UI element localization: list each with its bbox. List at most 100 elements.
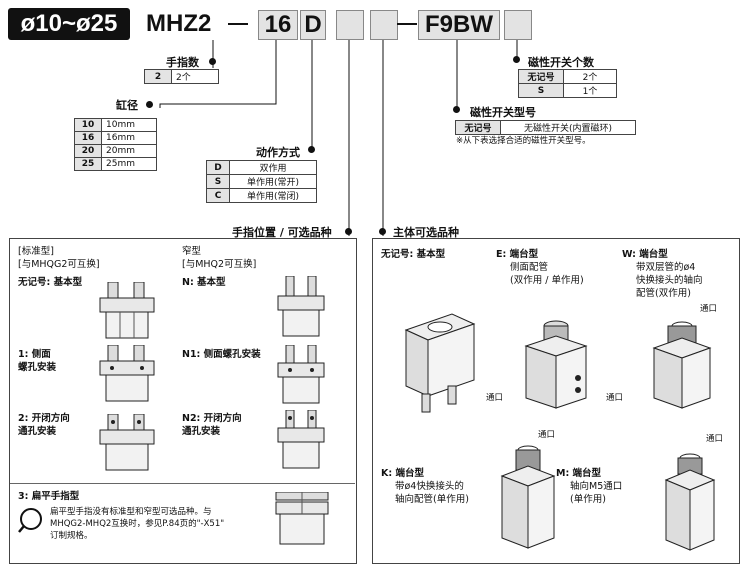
- switch-qty-box: [504, 10, 532, 40]
- gripper-through-hole-illustration: [99, 414, 155, 471]
- narrow-option-basic: N: 基本型: [182, 277, 226, 288]
- body-option-M-line2: 轴向M5通口: [570, 481, 623, 492]
- body-option-K-line2: 带ø4快换接头的: [395, 481, 464, 492]
- code-cell: D: [206, 160, 230, 175]
- switch-type-title: 磁性开关型号: [470, 106, 536, 119]
- code-cell: 无记号: [518, 69, 564, 84]
- narrow-option-2: N2: 开闭方向: [182, 413, 242, 424]
- desc-cell: 20mm: [101, 144, 157, 158]
- desc-cell: 16mm: [101, 131, 157, 145]
- code-cell: 20: [74, 144, 102, 158]
- table-row: 2 2个: [144, 69, 219, 84]
- action-title: 动作方式: [256, 146, 300, 159]
- code-dash: [228, 23, 248, 25]
- bore-title: 缸径: [116, 99, 138, 112]
- body-option-W: W: 端台型: [622, 249, 668, 260]
- desc-cell: 10mm: [101, 118, 157, 132]
- gripper-side-tapped-illustration: [99, 345, 155, 402]
- code-cell: 无记号: [455, 120, 501, 135]
- flat-finger-note-2: MHQG2-MHQ2互换时，参见P.84页的"-X51": [50, 519, 225, 529]
- desc-cell: 双作用: [229, 160, 317, 175]
- code-cell: 16: [74, 131, 102, 145]
- narrow-heading: 窄型: [182, 246, 202, 257]
- body-option-W-line3: 快换接头的轴向: [636, 275, 703, 286]
- code-cell: 10: [74, 118, 102, 132]
- switch-model-box: F9BW: [418, 10, 500, 40]
- finger-options-panel: [9, 238, 357, 564]
- body-options-dot: [379, 228, 386, 235]
- gripper-narrow-side-tapped-illustration: [277, 345, 325, 404]
- switch-type-table: 无记号无磁性开关(内置磁环): [455, 120, 636, 135]
- finger-count-table: 2 2个: [144, 69, 219, 84]
- body-option-E-line3: (双作用 / 单作用): [510, 275, 584, 286]
- finger-options-dot: [345, 228, 352, 235]
- body-option-M-line3: (单作用): [570, 494, 606, 505]
- size-range-badge: ø10~ø25: [8, 8, 130, 40]
- std-option-2-desc: 通孔安装: [18, 426, 57, 437]
- gripper-narrow-illustration: [277, 276, 325, 337]
- action-code-box: D: [300, 10, 326, 40]
- desc-cell: 25mm: [101, 157, 157, 171]
- desc-cell: 无磁性开关(内置磁环): [500, 120, 636, 135]
- desc-cell: 单作用(常开): [229, 174, 317, 189]
- magnifier-icon: [18, 508, 42, 533]
- body-option-basic: 无记号: 基本型: [381, 249, 446, 260]
- port-label-E: 通口: [606, 393, 624, 403]
- narrow-option-1: N1: 侧面螺孔安装: [182, 349, 261, 360]
- std-option-1: 1: 侧面: [18, 349, 51, 360]
- body-E-illustration: [524, 320, 588, 409]
- finger-options-title: 手指位置 / 可选品种: [232, 226, 332, 239]
- body-option-E: E: 端台型: [496, 249, 539, 260]
- model-prefix: MHZ2: [146, 10, 212, 37]
- code-cell: 25: [74, 157, 102, 171]
- switch-type-note: ※从下表选择合适的磁性开关型号。: [456, 136, 591, 146]
- finger-option-box: [336, 10, 364, 40]
- code-cell: 2: [144, 69, 172, 84]
- divider: [10, 483, 355, 484]
- code-dash-2: [397, 23, 417, 25]
- gripper-flat-finger-illustration: [275, 492, 329, 545]
- desc-cell: 2个: [171, 69, 219, 84]
- body-option-E-line2: 侧面配管: [510, 262, 549, 273]
- bore-code-box: 16: [258, 10, 298, 40]
- desc-cell: 单作用(常闭): [229, 188, 317, 203]
- port-label-M: 通口: [706, 434, 724, 444]
- flat-finger-note-3: 订制规格。: [50, 531, 93, 541]
- bore-dot: [146, 101, 153, 108]
- action-dot: [308, 146, 315, 153]
- body-K-illustration: [500, 445, 556, 549]
- switch-qty-title: 磁性开关个数: [528, 56, 594, 69]
- body-option-box: [370, 10, 398, 40]
- body-option-W-line2: 带双层管的ø4: [636, 262, 696, 273]
- standard-subheading: [与MHQG2可互换]: [18, 259, 100, 270]
- gripper-narrow-through-hole-illustration: [277, 410, 325, 469]
- port-label-basic: 通口: [486, 393, 504, 403]
- gripper-standard-illustration: [99, 282, 155, 339]
- desc-cell: 1个: [563, 83, 617, 98]
- body-options-title: 主体可选品种: [393, 226, 459, 239]
- std-option-2: 2: 开闭方向: [18, 413, 70, 424]
- finger-count-dot: [209, 58, 216, 65]
- body-basic-illustration: [404, 313, 476, 413]
- finger-count-title: 手指数: [166, 56, 199, 69]
- flat-finger-note-1: 扁平型手指没有标准型和窄型可选品种。与: [50, 507, 212, 517]
- body-W-illustration: [652, 321, 712, 409]
- body-option-W-line4: 配管(双作用): [636, 288, 691, 299]
- std-option-basic: 无记号: 基本型: [18, 277, 83, 288]
- narrow-subheading: [与MHQ2可互换]: [182, 259, 257, 270]
- table-row: 无记号无磁性开关(内置磁环): [455, 120, 636, 135]
- body-option-K-line3: 轴向配管(单作用): [395, 494, 469, 505]
- body-option-K: K: 端台型: [381, 468, 424, 479]
- switch-qty-dot: [513, 56, 520, 63]
- body-option-M: M: 端台型: [556, 468, 602, 479]
